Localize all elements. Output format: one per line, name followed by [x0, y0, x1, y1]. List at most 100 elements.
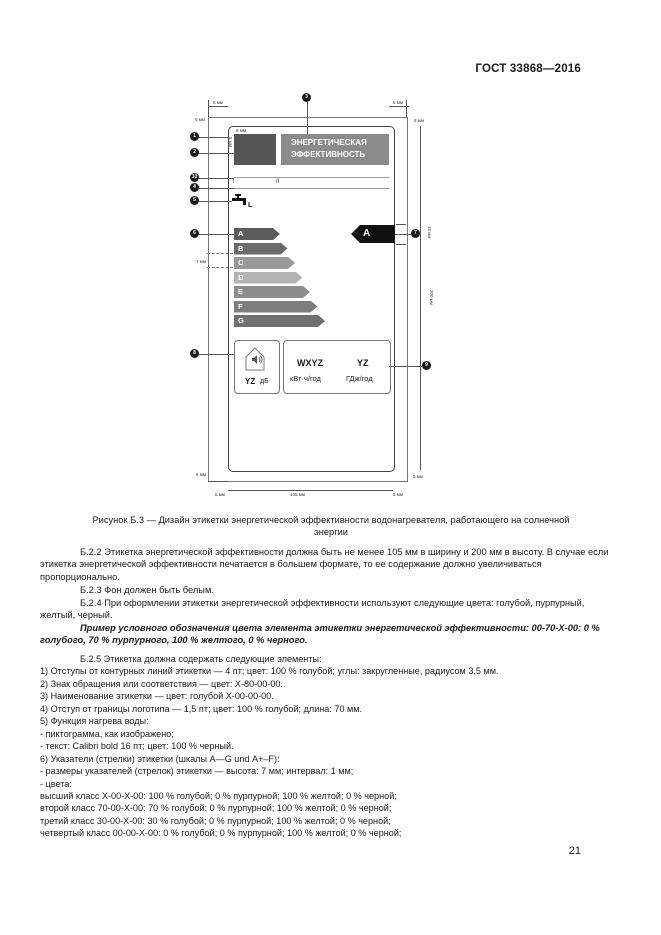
class-indicator-arrow: A: [351, 225, 395, 243]
list-item: 6) Указатели (стрелки) этикетки (шкалы А…: [40, 753, 280, 764]
label-outer-border: [208, 117, 408, 482]
list-item: 2) Знак обращения или соответствия — цве…: [40, 678, 283, 689]
standard-number: ГОСТ 33868—2016: [475, 63, 581, 75]
leader-line: [199, 178, 234, 179]
dim-line: [396, 224, 406, 225]
leader-line: [199, 188, 234, 189]
roman-two: II: [276, 179, 280, 185]
scale-bar-g: G: [234, 315, 325, 327]
dim-line: [207, 253, 233, 254]
logo-block: [234, 134, 276, 165]
list-item: 1) Отступы от контурных линий этикетки —…: [40, 666, 499, 677]
dim-top-right: 5 мм: [393, 100, 403, 105]
leader-line: [395, 234, 411, 235]
tap-volume-letter: L: [248, 202, 253, 209]
label-title-line1: ЭНЕРГЕТИЧЕСКАЯ: [291, 138, 367, 147]
noise-value: YZ: [245, 377, 256, 386]
leader-line: [199, 137, 228, 138]
dim-left-top: 5 мм: [195, 117, 205, 122]
dim-inner: 5 мм: [236, 128, 246, 133]
label-design-figure: 5 мм 5 мм 5 мм 5 мм 5 мм 5 мм ЭНЕРГЕТИЧЕ…: [190, 93, 434, 497]
dim-interval: 7 мм: [196, 259, 206, 264]
heat-value: YZ: [357, 358, 369, 368]
dim-height: 200 мм: [429, 290, 434, 305]
scale-bar-f: F: [234, 301, 318, 313]
list-item: Б.2.5 Этикетка должна содержать следующи…: [80, 654, 322, 664]
leader-line: [307, 102, 308, 134]
dim-width-right: 5 мм: [393, 492, 403, 497]
noise-panel: [234, 340, 280, 394]
paragraph-b23: Б.2.3 Фон должен быть белым.: [80, 585, 214, 595]
figure-caption: Рисунок Б.3 — Дизайн этикетки энергетиче…: [40, 514, 622, 538]
separator-line: [234, 188, 389, 189]
leader-line: [199, 354, 234, 355]
dim-bottom-right: 5 мм: [413, 474, 423, 479]
house-sound-icon: [245, 347, 265, 371]
list-item: 3) Наименование этикетки — цвет: голубой…: [40, 691, 274, 702]
list-item: - текст: Calibri bold 16 пт; цвет: 100 %…: [40, 741, 234, 752]
dim-top-left: 5 мм: [213, 100, 223, 105]
dim-line: [406, 100, 407, 117]
dim-right-top: 5 мм: [414, 118, 424, 123]
list-item: - размеры указателей (стрелок) этикетки …: [40, 766, 354, 777]
paragraph-b24: Б.2.4 При оформлении этикетки энергетиче…: [40, 598, 585, 621]
callout-4: 4: [190, 183, 199, 192]
list-item: 4) Отступ от границы логотипа — 1,5 пт; …: [40, 703, 363, 714]
callout-6: 6: [190, 229, 199, 238]
dim-width-left: 5 мм: [215, 492, 225, 497]
label-title-line2: ЭФФЕКТИВНОСТЬ: [291, 150, 366, 159]
dim-line: [396, 244, 406, 245]
callout-3: 3: [302, 93, 311, 102]
dim-width-line: [228, 490, 393, 491]
leader-line: [199, 153, 234, 154]
dim-line: [208, 106, 228, 107]
list-item: четвертый класс 00-00-Х-00: 0 % голубой;…: [40, 828, 402, 839]
caption-line-1: Рисунок Б.3 — Дизайн этикетки энергетиче…: [92, 515, 570, 525]
color-example: Пример условного обозначения цвета элеме…: [40, 623, 600, 646]
water-tap-icon: [232, 194, 246, 205]
callout-5: 5: [190, 196, 199, 205]
energy-unit: кВт·ч/год: [290, 374, 321, 383]
callout-9: 9: [422, 361, 431, 370]
dim-bottom-left: 5 мм: [196, 472, 206, 477]
paragraph-b22: Б.2.2 Этикетка энергетической эффективно…: [40, 547, 609, 582]
elements-list: Б.2.5 Этикетка должна содержать следующи…: [40, 653, 622, 840]
callout-2: 2: [190, 148, 199, 157]
scale-bar-c: C: [234, 257, 295, 269]
energy-panel: [283, 340, 391, 394]
dim-line: [208, 481, 228, 482]
scale-bar-a: A: [234, 228, 280, 240]
page-number: 21: [568, 845, 581, 857]
callout-8: 8: [190, 349, 199, 358]
list-item: второй класс 70-00-Х-00: 70 % голубой; 0…: [40, 803, 392, 814]
energy-value: WXYZ: [297, 358, 323, 368]
list-item: высший класс Х-00-Х-00: 100 % голубой; 0…: [40, 790, 397, 801]
list-item: 5) Функция нагрева воды:: [40, 716, 149, 727]
callout-10: 10: [190, 173, 199, 182]
label-inner-border: [228, 126, 395, 472]
callout-1: 1: [190, 132, 199, 141]
scale-bar-e: E: [234, 286, 310, 298]
dim-width: 105 мм: [290, 492, 305, 497]
roman-one: I: [233, 179, 235, 185]
callout-7: 7: [411, 229, 420, 238]
dim-line: [207, 267, 233, 268]
dim-line: [389, 106, 409, 107]
dim-height-line: [420, 126, 421, 470]
scale-bar-d: D: [234, 272, 303, 284]
list-item: - цвета:: [40, 778, 72, 789]
dim-arrow-height: 12 мм: [427, 226, 432, 239]
dim-line: [208, 100, 209, 117]
label-title: ЭНЕРГЕТИЧЕСКАЯ ЭФФЕКТИВНОСТЬ: [281, 134, 389, 165]
scale-bar-b: B: [234, 243, 288, 255]
list-item: третий класс 30-00-Х-00: 30 % голубой; 0…: [40, 815, 391, 826]
heat-unit: ГДж/год: [346, 374, 373, 383]
leader-line: [199, 201, 232, 202]
leader-line: [389, 366, 422, 367]
caption-line-2: энергии: [314, 527, 348, 537]
leader-line: [199, 234, 234, 235]
list-item: - пиктограмма, как изображено;: [40, 728, 174, 739]
dim-logo: 5 мм: [228, 137, 233, 147]
separator-line: [234, 177, 389, 178]
noise-unit: дБ: [260, 378, 269, 385]
